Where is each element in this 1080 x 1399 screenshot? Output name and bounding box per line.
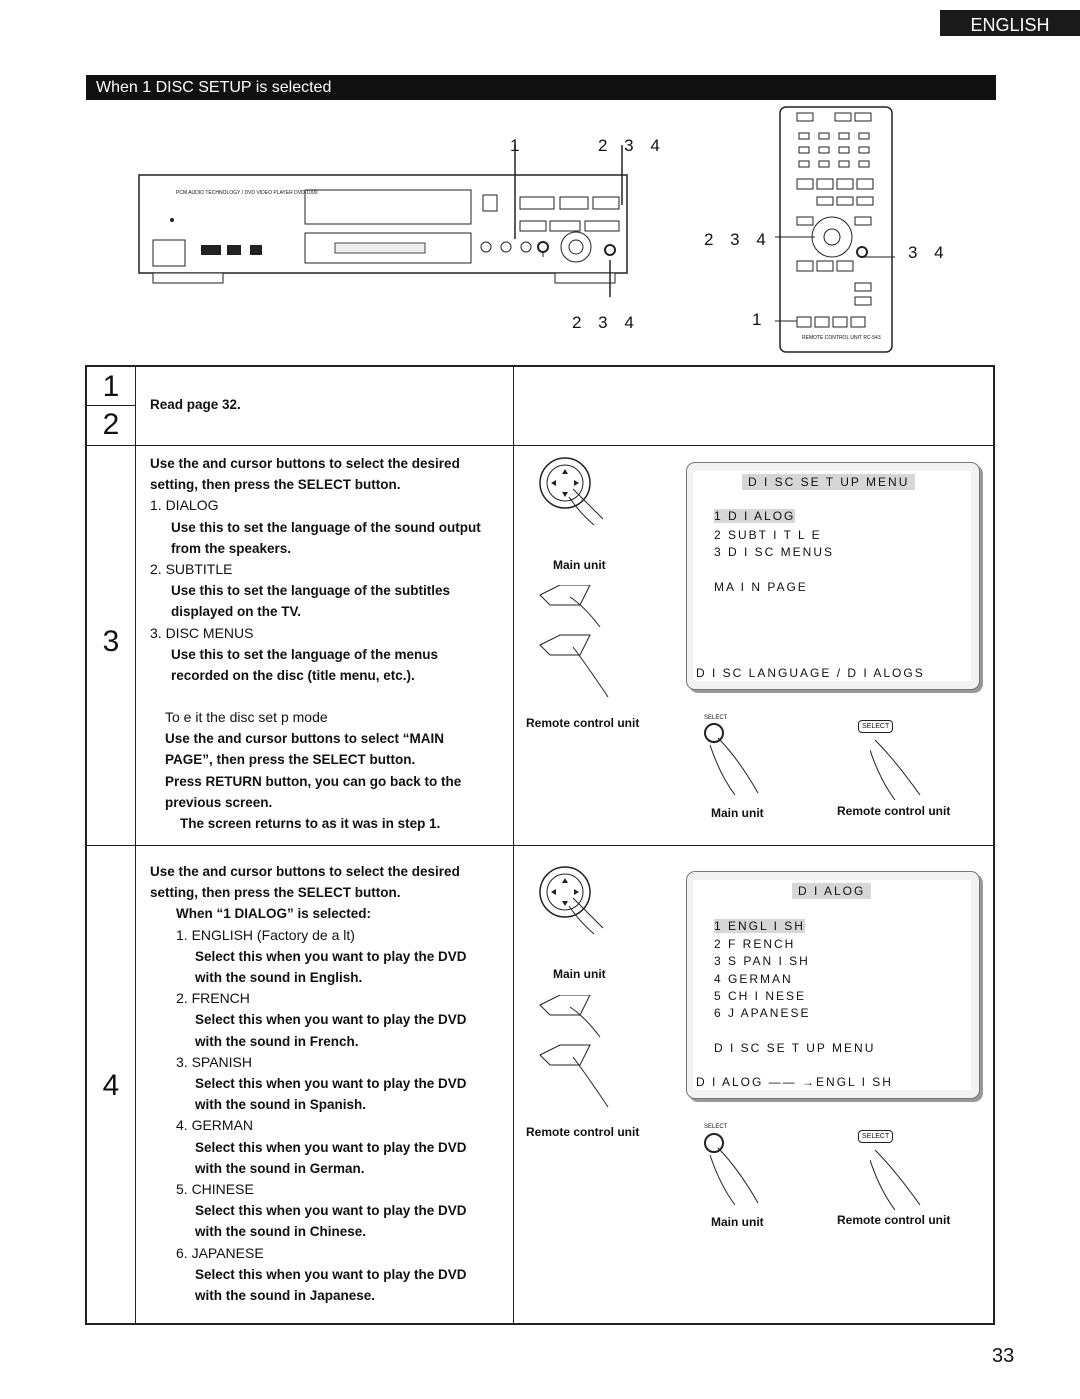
step3-item-label: 2. SUBTITLE [150,561,233,578]
step3-text: Use the and cursor buttons to select the… [150,453,500,686]
osd-line: D I SC SE T UP MENU [714,1041,876,1055]
exit-line: Use the and cursor buttons to select “MA… [165,731,445,747]
select-label-small: SELECT [704,1124,728,1130]
step4-item-label: 4. GERMAN [176,1117,254,1134]
step4-item-desc: with the sound in German. [195,1160,365,1176]
osd-line-selected: 1 D I ALOG [714,509,796,523]
step4-item-desc: with the sound in French. [195,1033,359,1049]
osd-line: 3 S PAN I SH [714,954,810,968]
select-label-small: SELECT [704,715,728,721]
osd-line: MA I N PAGE [714,580,808,594]
callout-player-bottom-234: 2 3 4 [572,313,640,332]
step4-item-desc: Select this when you want to play the DV… [195,1139,467,1155]
step4-item-label: 3. SPANISH [176,1053,252,1070]
remote-select-button: SELECT [858,720,894,733]
step3-item-label: 3. DISC MENUS [150,624,254,641]
osd-line: 6 J APANESE [714,1006,811,1020]
steps-table [85,365,995,1325]
exit-line: The screen returns to as it was in step … [180,816,441,832]
remote-select-button: SELECT [858,1130,894,1143]
osd-line: 4 GERMAN [714,972,793,986]
osd-line: 2 SUBT I T L E [714,528,822,542]
dvd-player-illustration [138,145,628,297]
caption-main-unit: Main unit [711,1215,764,1229]
step3-item-desc: Use this to set the language of the subt… [171,583,451,599]
exit-line: PAGE”, then press the SELECT button. [165,752,416,768]
step4-item-label: 6. JAPANESE [176,1244,264,1261]
step4-item-desc: with the sound in Spanish. [195,1097,366,1113]
section-header: When 1 DISC SETUP is selected [86,75,996,100]
step3-intro1: Use the and cursor buttons to select the… [150,456,460,471]
step4-item-label: 1. ENGLISH (Factory de a lt) [176,926,355,943]
exit-title: To e it the disc set p mode [165,709,328,725]
osd-line: 5 CH I NESE [714,989,807,1003]
remote-cursor-keys-icon [539,995,609,1108]
osd-line-selected: 1 ENGL I SH [714,919,805,933]
step4-text: Use the and cursor buttons to select the… [150,861,500,1306]
osd-line: 2 F RENCH [714,937,796,951]
remote-model-text: REMOTE CONTROL UNIT RC-543 [802,335,881,341]
caption-remote-control: Remote control unit [526,1125,640,1139]
caption-remote-control: Remote control unit [526,716,640,730]
step4-item-desc: Select this when you want to play the DV… [195,1076,467,1092]
osd-status-line: D I SC LANGUAGE / D I ALOGS [696,666,925,680]
page-number: 33 [992,1345,1015,1367]
caption-main-unit: Main unit [711,806,764,820]
step-number-3: 3 [102,625,120,658]
osd-title: D I SC SE T UP MENU [742,474,916,490]
step3-item-label: 1. DIALOG [150,497,219,514]
callout-player-234: 2 3 4 [598,136,666,155]
caption-remote-control: Remote control unit [837,804,951,818]
callout-remote-1: 1 [752,310,768,329]
osd-disc-setup-menu [686,462,980,690]
step-number-2: 2 [102,408,120,441]
step3-intro2: setting, then press the SELECT button. [150,477,401,493]
remote-select-hand-icon [870,739,921,801]
main-unit-dial-icon [539,866,604,935]
main-unit-select-hand-icon [704,1133,759,1206]
step4-item-desc: Select this when you want to play the DV… [195,1203,467,1219]
step3-item-desc: displayed on the TV. [171,604,302,620]
caption-main-unit: Main unit [553,558,606,572]
step4-subtitle: When “1 DIALOG” is selected: [176,906,372,922]
step4-item-label: 5. CHINESE [176,1181,254,1198]
step4-item-desc: Select this when you want to play the DV… [195,1266,467,1282]
step12-text: Read page 32. [150,397,241,412]
main-unit-select-hand-icon [704,723,759,796]
caption-main-unit: Main unit [553,967,606,981]
osd-dialog-menu [686,871,980,1099]
step4-item-desc: with the sound in English. [195,970,363,986]
callout-remote-34: 3 4 [908,243,950,262]
callout-remote-234: 2 3 4 [704,230,772,249]
step3-item-desc: from the speakers. [171,540,292,556]
remote-control-illustration [775,106,895,353]
caption-remote-control: Remote control unit [837,1213,951,1227]
step-number-4: 4 [102,1069,120,1102]
osd-status-line: D I ALOG —— →ENGL I SH [696,1075,893,1089]
step3-item-desc: recorded on the disc (title menu, etc.). [171,668,415,684]
step4-item-desc: Select this when you want to play the DV… [195,1012,467,1028]
step4-item-desc: with the sound in Japanese. [195,1288,376,1304]
player-brand-text: PCM AUDIO TECHNOLOGY / DVD VIDEO PLAYER … [176,190,318,196]
exit-line: previous screen. [165,794,273,810]
step-number-1: 1 [102,370,120,403]
osd-line: 3 D I SC MENUS [714,545,835,559]
step4-item-desc: with the sound in Chinese. [195,1224,367,1240]
callout-player-1: 1 [510,136,526,155]
exit-line: Press RETURN button, you can go back to … [165,773,462,789]
language-tab: ENGLISH [940,10,1080,36]
main-unit-dial-icon [539,457,604,526]
step4-intro1: Use the and cursor buttons to select the… [150,864,460,879]
remote-select-hand-icon [870,1149,921,1211]
step3-item-desc: Use this to set the language of the soun… [171,519,481,535]
remote-cursor-keys-icon [539,585,609,698]
step4-item-label: 2. FRENCH [176,990,250,1007]
step3-exit-text: To e it the disc set p mode Use the and … [165,707,500,834]
step3-item-desc: Use this to set the language of the menu… [171,646,439,662]
step4-intro2: setting, then press the SELECT button. [150,885,401,901]
step4-item-desc: Select this when you want to play the DV… [195,948,467,964]
osd-title: D I ALOG [792,883,872,899]
